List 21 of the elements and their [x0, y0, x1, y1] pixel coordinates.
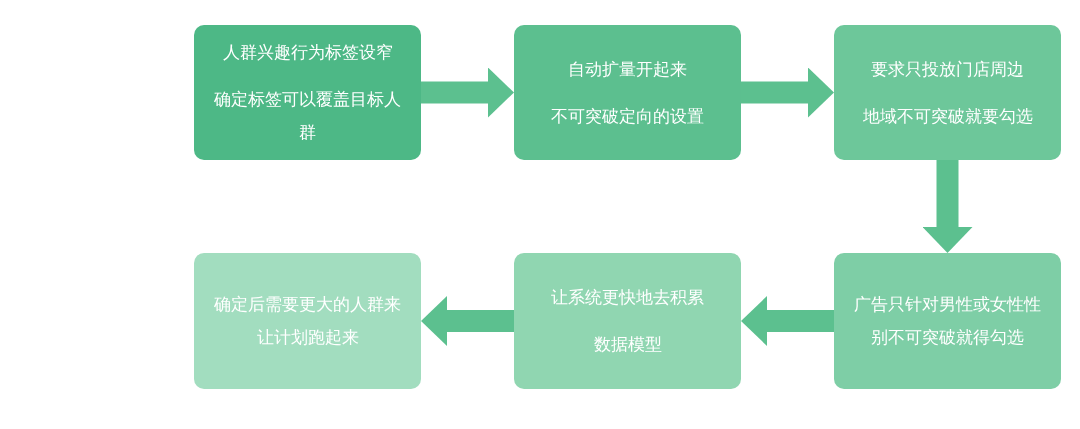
arrow: [922, 160, 973, 253]
arrow: [421, 67, 514, 118]
step-text: 自动扩量开起来: [568, 57, 687, 81]
step-text: 让系统更快地去积累: [551, 286, 704, 309]
process-box: [514, 253, 741, 389]
step-text: 确定后需要更大的人群来让计划跑起来: [213, 293, 402, 349]
step-text: 数据模型: [593, 333, 662, 356]
arrow: [741, 296, 834, 346]
process-box: [194, 25, 421, 160]
step-text: 地域不可突破就要勾选: [862, 104, 1033, 128]
step-text: 人群兴趣行为标签设窄: [222, 41, 393, 64]
arrow: [421, 296, 514, 346]
process-box: [834, 25, 1061, 160]
process-box: [194, 253, 421, 389]
step-text: 不可突破定向的设置: [551, 104, 704, 128]
step-text: 确定标签可以覆盖目标人群: [213, 88, 402, 144]
process-box: [834, 253, 1061, 389]
process-box: [514, 25, 741, 160]
step-text: 广告只针对男性或女性性别不可突破就得勾选: [853, 293, 1042, 349]
step-text: 要求只投放门店周边: [871, 57, 1024, 81]
arrow: [741, 67, 834, 118]
